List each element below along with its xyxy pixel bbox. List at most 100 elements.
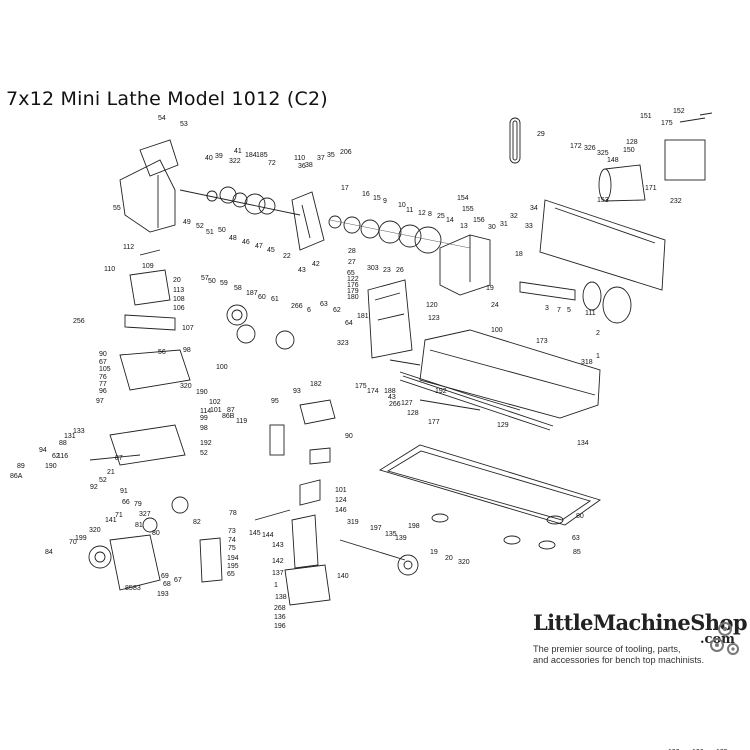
part-label: 190 [45,463,57,470]
part-label: 24 [491,302,499,309]
part-label: 85 [573,549,581,556]
part-label: 206 [340,149,352,156]
part-label: 12 [418,210,426,217]
part-label: 99 [200,415,208,422]
part-label: 100 [491,327,503,334]
part-label: 319 [347,519,359,526]
part-label: 155 [462,206,474,213]
motor-part [598,112,713,202]
part-label: 38 [305,162,313,169]
part-label: 89 [17,463,25,470]
part-label: 32 [510,213,518,220]
part-label: 43 [298,267,306,274]
part-label: 135 [385,531,397,538]
part-label: 65 [347,270,355,277]
part-label: 40 [205,155,213,162]
part-label: 197 [370,525,382,532]
part-label: 90 [345,433,353,440]
brand-tagline-2: and accessories for bench top machinists… [533,655,705,665]
tailstock-part [254,479,331,606]
brand-tagline-1: The premier source of tooling, parts, [533,644,681,654]
part-label: 53 [180,121,188,128]
part-label: 87 [115,455,123,462]
part-label: 97 [96,398,104,405]
spindle-gears-part [328,215,471,254]
part-label: 154 [457,195,469,202]
part-label: 81 [135,522,143,529]
part-label: 86B [222,413,235,420]
part-label: 66 [122,499,130,506]
lead-screw-part [399,375,554,431]
part-label: 65 [227,571,235,578]
part-label: 195 [227,563,239,570]
part-label: 7 [557,307,561,314]
part-label: 54 [158,115,166,122]
spindle-chuck-part [519,281,632,324]
part-label: 52 [200,450,208,457]
part-label: 22 [283,253,291,260]
part-label: 98 [183,347,191,354]
part-label: 79 [134,501,142,508]
part-label: 70 [69,539,77,546]
part-label: 101 [210,407,222,414]
part-label: 56 [158,349,166,356]
part-label: 67 [99,359,107,366]
part-label: 124 [335,497,347,504]
part-label: 25 [437,213,445,220]
part-label: 86A [10,473,23,480]
part-label: 28 [348,248,356,255]
part-label: 29 [537,131,545,138]
part-label: 19 [430,549,438,556]
part-label: 156 [473,217,485,224]
part-label: 127 [401,400,413,407]
part-label: 3 [545,305,549,312]
part-label: 180 [347,294,359,301]
part-label: 52 [99,477,107,484]
part-label: 266 [389,401,401,408]
part-label: 8 [428,211,432,218]
part-label: 184 [245,152,257,159]
part-label: 13 [460,223,468,230]
part-label: 64 [345,320,353,327]
part-label: 175 [661,120,673,127]
part-label: 232 [670,198,682,205]
part-label: 33 [525,223,533,230]
part-label: 138 [275,594,287,601]
part-label: 151 [640,113,652,120]
lathe-bed-part [399,329,601,419]
part-label: 188 [384,388,396,395]
part-label: 136 [274,614,286,621]
part-label: 123 [428,315,440,322]
part-label: 192 [435,388,447,395]
part-label: 88 [59,440,67,447]
part-label: 122 [347,276,359,283]
part-label: 176 [347,282,359,289]
part-label: 18 [515,251,523,258]
part-label: 71 [115,512,123,519]
part-label: 128 [626,139,638,146]
part-label: 82 [193,519,201,526]
part-label: 30 [488,224,496,231]
part-label: 110 [104,266,115,273]
headstock-casting-part [291,191,325,251]
part-label: 143 [272,542,284,549]
part-label: 55 [113,205,121,212]
part-label: 320 [458,559,470,566]
part-label: 318 [581,359,593,366]
tool-post-part [124,249,176,331]
change-gear-box-part [367,279,413,359]
part-label: 43 [388,394,396,401]
headstock-box-part [439,234,491,296]
diagram-title: 7x12 Mini Lathe Model 1012 (C2) [6,88,328,110]
part-label: 320 [180,383,192,390]
part-label: 96 [99,388,107,395]
part-label: 74 [228,537,236,544]
headstock-cover-part [119,139,179,233]
part-label: 1 [274,582,278,589]
part-label: 83 [133,585,141,592]
part-label: 95 [271,398,279,405]
part-label: 192 [200,440,212,447]
part-label: 92 [90,484,98,491]
part-label: 87 [227,407,235,414]
